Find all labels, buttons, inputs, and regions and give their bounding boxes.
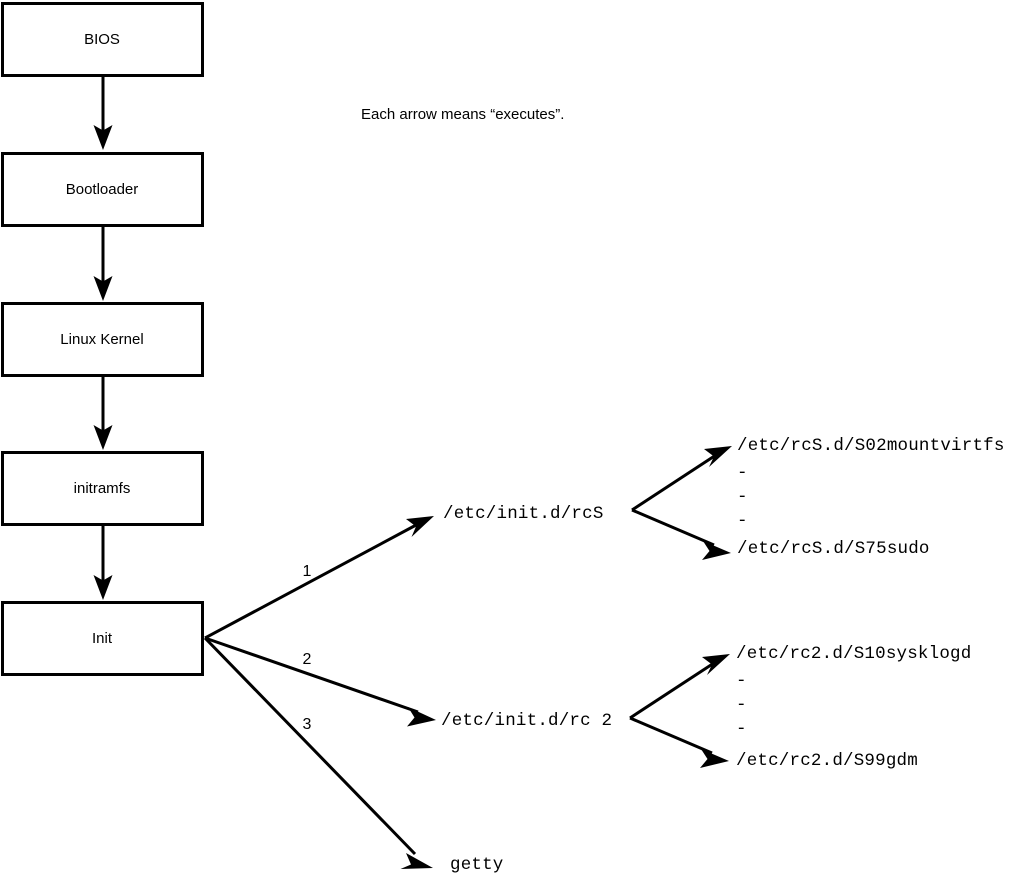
rcs-ellipsis-dash-1: - — [737, 463, 748, 483]
node-bios-label: BIOS — [84, 31, 120, 48]
node-linux-kernel[interactable]: Linux Kernel — [1, 302, 204, 377]
node-getty-label[interactable]: getty — [450, 855, 504, 875]
arrow-head-icon — [400, 853, 433, 869]
node-initramfs[interactable]: initramfs — [1, 451, 204, 526]
rc2-ellipsis-dash-1: - — [736, 671, 747, 691]
arrow-init-to-rc2 — [204, 636, 436, 727]
arrow-init-to-rcs — [204, 516, 434, 640]
rc2-ellipsis-dash-2: - — [736, 695, 747, 715]
arrow-head-icon — [93, 125, 113, 150]
rc2-script-first[interactable]: /etc/rc2.d/S10sysklogd — [736, 644, 971, 664]
arrow-head-icon — [93, 425, 113, 450]
node-bootloader-box[interactable] — [1, 152, 204, 227]
arrow-head-icon — [702, 541, 731, 560]
node-rc2-label[interactable]: /etc/init.d/rc 2 — [441, 711, 612, 731]
arrow-rc2-to-last-script — [629, 716, 729, 768]
node-init-box[interactable] — [1, 601, 204, 676]
node-init-label: Init — [92, 630, 113, 647]
arrow-head-icon — [700, 749, 729, 768]
branch-label-1: 1 — [303, 563, 312, 580]
node-bootloader-label: Bootloader — [66, 181, 139, 198]
node-init[interactable]: Init — [1, 601, 204, 676]
rc2-ellipsis-dash-3: - — [736, 719, 747, 739]
arrow-init-to-getty — [203, 636, 433, 869]
arrow-head-icon — [406, 516, 434, 537]
node-initramfs-label: initramfs — [74, 480, 131, 497]
arrow-head-icon — [702, 654, 730, 675]
arrow-bootloader-to-kernel — [93, 226, 113, 301]
node-bios[interactable]: BIOS — [1, 2, 204, 77]
rcs-ellipsis-dash-3: - — [737, 511, 748, 531]
arrow-rc2-to-first-script — [629, 654, 730, 720]
arrow-head-icon — [407, 707, 436, 727]
branch-label-3: 3 — [303, 716, 312, 733]
node-linux-kernel-label: Linux Kernel — [60, 331, 143, 348]
arrow-bios-to-bootloader — [93, 76, 113, 150]
node-bios-box[interactable] — [1, 2, 204, 77]
arrow-rcs-to-first-script — [631, 446, 732, 512]
arrow-head-icon — [93, 276, 113, 301]
rcs-ellipsis-dash-2: - — [737, 487, 748, 507]
arrow-head-icon — [93, 575, 113, 600]
diagram-caption: Each arrow means “executes”. — [361, 106, 564, 123]
arrow-kernel-to-initramfs — [93, 376, 113, 450]
rc2-script-last[interactable]: /etc/rc2.d/S99gdm — [736, 751, 918, 771]
node-bootloader[interactable]: Bootloader — [1, 152, 204, 227]
arrow-rcs-to-last-script — [631, 508, 731, 560]
rcs-script-first[interactable]: /etc/rcS.d/S02mountvirtfs — [737, 436, 1005, 456]
branch-label-2: 2 — [303, 651, 312, 668]
node-linux-kernel-box[interactable] — [1, 302, 204, 377]
node-initramfs-box[interactable] — [1, 451, 204, 526]
rcs-script-last[interactable]: /etc/rcS.d/S75sudo — [737, 539, 930, 559]
node-rcs-label[interactable]: /etc/init.d/rcS — [443, 504, 604, 524]
arrow-initramfs-to-init — [93, 525, 113, 600]
arrow-head-icon — [704, 446, 732, 467]
